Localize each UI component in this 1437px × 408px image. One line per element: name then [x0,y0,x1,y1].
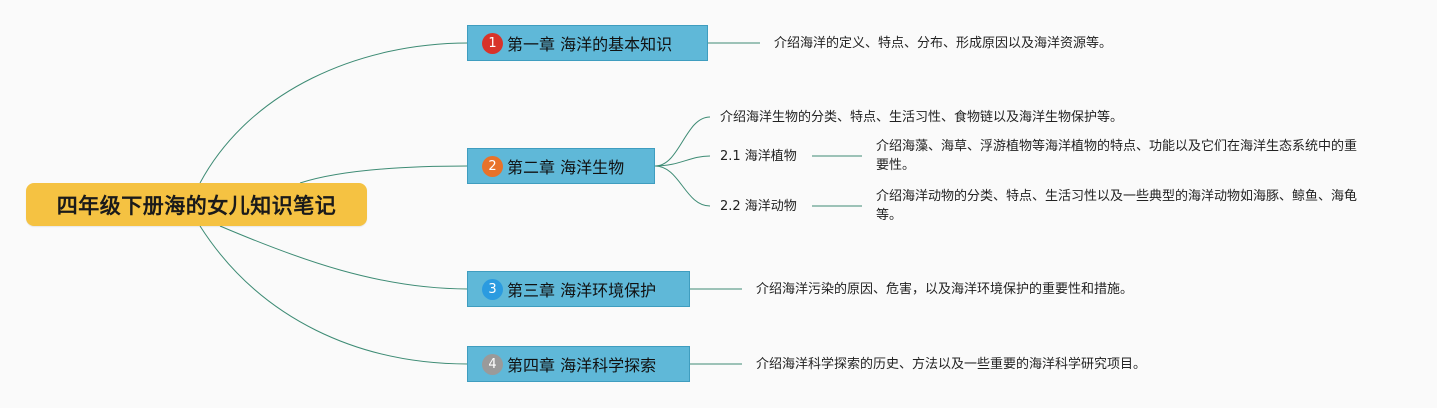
chapter-3-node[interactable]: 3 第三章 海洋环境保护 [467,271,690,307]
chapter-1-note: 介绍海洋的定义、特点、分布、形成原因以及海洋资源等。 [774,36,1113,51]
chapter-4-node[interactable]: 4 第四章 海洋科学探索 [467,346,690,382]
subsection-2-1-note: 介绍海藻、海草、浮游植物等海洋植物的特点、功能以及它们在海洋生态系统中的重要性。 [876,139,1358,173]
chapter-3-note: 介绍海洋污染的原因、危害，以及海洋环境保护的重要性和措施。 [756,282,1134,297]
link-root-ch4 [199,225,469,365]
subsection-2-2-label[interactable]: 2.2 海洋动物 [720,199,797,214]
chapter-1-node[interactable]: 1 第一章 海洋的基本知识 [467,25,708,61]
chapter-1-title: 第一章 海洋的基本知识 [507,35,673,54]
chapter-4-note: 介绍海洋科学探索的历史、方法以及一些重要的海洋科学研究项目。 [756,357,1147,372]
number-badge-icon: 2 [482,155,503,177]
subsection-2-2-note: 介绍海洋动物的分类、特点、生活习性以及一些典型的海洋动物如海豚、鲸鱼、海龟等。 [876,189,1358,223]
number-badge-icon: 4 [482,353,503,375]
chapter-4-title: 第四章 海洋科学探索 [507,356,657,375]
root-title: 四年级下册海的女儿知识笔记 [56,193,337,218]
chapter-3-title: 第三章 海洋环境保护 [507,281,657,300]
link-ch2-sub1 [654,155,711,167]
number-badge-icon: 1 [482,32,503,54]
root-topic[interactable]: 四年级下册海的女儿知识笔记 [26,183,367,226]
link-ch2-sub2 [654,165,711,207]
subsection-2-1-label[interactable]: 2.1 海洋植物 [720,149,797,164]
link-root-ch3 [219,225,469,290]
link-root-ch1 [199,42,469,184]
link-root-ch2 [299,165,469,184]
number-badge-icon: 3 [482,278,503,300]
chapter-2-note: 介绍海洋生物的分类、特点、生活习性、食物链以及海洋生物保护等。 [720,110,1124,125]
link-ch2-note [654,116,711,167]
chapter-2-title: 第二章 海洋生物 [507,158,625,177]
chapter-2-node[interactable]: 2 第二章 海洋生物 [467,148,655,184]
